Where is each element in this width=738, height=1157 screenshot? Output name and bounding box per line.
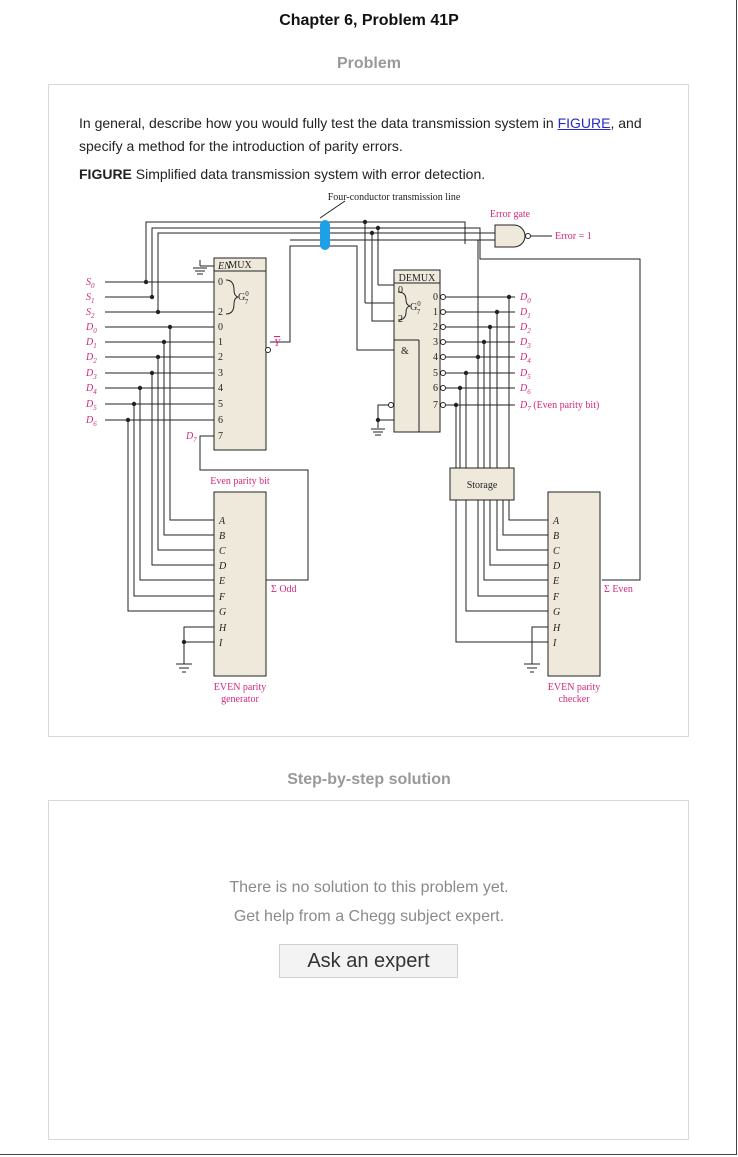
chk-pin: D bbox=[552, 561, 561, 572]
figure-caption: FIGURE Simplified data transmission syst… bbox=[79, 166, 485, 182]
output-label-d1: D1 bbox=[519, 307, 531, 320]
problem-text-end: , and specify a method for the introduct… bbox=[79, 115, 642, 154]
gen-pin: H bbox=[218, 623, 227, 634]
output-label-d2: D2 bbox=[519, 322, 531, 335]
chk-pin: H bbox=[552, 623, 561, 634]
chk-pin: I bbox=[552, 638, 557, 649]
output-label-d3: D3 bbox=[519, 337, 531, 350]
demux-box bbox=[393, 269, 441, 433]
demux-out-pin: 3 bbox=[433, 337, 438, 348]
mux-data-pin: 2 bbox=[218, 352, 223, 363]
expert-help-message: Get help from a Chegg subject expert. bbox=[233, 908, 505, 925]
demux-label: DEMUX bbox=[399, 273, 436, 284]
mux-en-label: EN bbox=[217, 261, 232, 272]
mux-output-label: Y bbox=[274, 337, 282, 349]
parity-checker-box bbox=[547, 491, 601, 677]
gen-output-label: Σ Odd bbox=[271, 584, 297, 595]
gen-pin: I bbox=[218, 638, 223, 649]
chk-pin: A bbox=[552, 516, 560, 527]
gen-pin: D bbox=[218, 561, 227, 572]
mux-data-pin: 4 bbox=[218, 383, 223, 394]
parity-generator-box bbox=[213, 491, 267, 677]
chk-pin: E bbox=[552, 576, 559, 587]
chk-pin: G bbox=[553, 607, 560, 618]
ask-expert-button[interactable]: Ask an expert bbox=[279, 944, 458, 978]
demux-sel-pin-0: 0 bbox=[398, 285, 403, 296]
no-solution-message: There is no solution to this problem yet… bbox=[229, 879, 509, 896]
mux-data-pin: 5 bbox=[218, 399, 223, 410]
mux-data-pin: 1 bbox=[218, 337, 223, 348]
cable-tie bbox=[320, 220, 330, 250]
storage-box bbox=[449, 467, 515, 501]
error-output-label: Error = 1 bbox=[555, 231, 592, 242]
figure-link[interactable]: FIGURE bbox=[557, 115, 611, 131]
gen-pin: C bbox=[219, 546, 226, 557]
problem-heading: Problem bbox=[336, 55, 401, 72]
problem-text-start: In general, describe how you would fully… bbox=[79, 115, 558, 131]
mux-data-pin: 6 bbox=[218, 415, 223, 426]
output-label-d6: D6 bbox=[519, 383, 531, 396]
demux-out-pin: 5 bbox=[433, 368, 438, 379]
demux-output-bubbles bbox=[388, 294, 446, 408]
mux-data-pin: 3 bbox=[218, 368, 223, 379]
demux-sel-pin-2: 2 bbox=[398, 314, 403, 325]
chk-label-line1: EVEN parity bbox=[548, 682, 601, 693]
junction-dots bbox=[125, 219, 512, 645]
output-label-d5: D5 bbox=[519, 368, 531, 381]
gen-pin: F bbox=[218, 592, 226, 603]
chk-output-label: Σ Even bbox=[604, 584, 633, 595]
mux-box bbox=[213, 257, 267, 451]
mux-label: MUX bbox=[228, 260, 252, 271]
input-label-d0: D0 bbox=[85, 322, 97, 335]
page-title: Chapter 6, Problem 41P bbox=[279, 12, 459, 29]
demux-out-pin: 4 bbox=[433, 352, 438, 363]
input-label-d6: D6 bbox=[85, 415, 97, 428]
input-label-d7: D7 bbox=[185, 431, 197, 444]
demux-out-pin: 7 bbox=[433, 400, 438, 411]
error-gate-label: Error gate bbox=[490, 209, 531, 220]
mux-sel-pin-2: 2 bbox=[218, 307, 223, 318]
transmission-line-label: Four-conductor transmission line bbox=[328, 192, 461, 203]
gen-label-line1: EVEN parity bbox=[214, 682, 267, 693]
mux-data-pin: 7 bbox=[218, 431, 223, 442]
input-label-d4: D4 bbox=[85, 383, 97, 396]
demux-and-label: & bbox=[401, 346, 409, 357]
gen-pin: E bbox=[218, 576, 225, 587]
input-label-s1: S1 bbox=[86, 292, 95, 305]
chk-label-line2: checker bbox=[558, 694, 590, 705]
storage-label: Storage bbox=[467, 480, 498, 491]
output-label-d0: D0 bbox=[519, 292, 531, 305]
chk-pin: C bbox=[553, 546, 560, 557]
output-label-d4: D4 bbox=[519, 352, 531, 365]
input-label-d3: D3 bbox=[85, 368, 97, 381]
output-label-d7: D7 (Even parity bit) bbox=[519, 400, 599, 413]
problem-statement: In general, describe how you would fully… bbox=[79, 112, 669, 158]
chk-pin: F bbox=[552, 592, 560, 603]
demux-out-pin: 2 bbox=[433, 322, 438, 333]
mux-data-pin: 0 bbox=[218, 322, 223, 333]
even-parity-bit-label: Even parity bit bbox=[210, 476, 270, 487]
input-label-d1: D1 bbox=[85, 337, 97, 350]
solution-heading: Step-by-step solution bbox=[287, 771, 451, 788]
error-gate bbox=[494, 224, 526, 248]
chk-pin: B bbox=[553, 531, 559, 542]
gen-pin: A bbox=[218, 516, 226, 527]
input-label-d2: D2 bbox=[85, 352, 97, 365]
mux-sel-pin-0: 0 bbox=[218, 277, 223, 288]
demux-out-pin: 0 bbox=[433, 292, 438, 303]
demux-out-pin: 6 bbox=[433, 383, 438, 394]
input-label-s2: S2 bbox=[86, 307, 95, 320]
input-label-d5: D5 bbox=[85, 399, 97, 412]
input-label-s0: S0 bbox=[86, 277, 95, 290]
gen-pin: G bbox=[219, 607, 226, 618]
figure-caption-text: Simplified data transmission system with… bbox=[131, 166, 486, 182]
figure-caption-label: FIGURE bbox=[79, 166, 132, 182]
gen-pin: B bbox=[219, 531, 225, 542]
circuit-diagram: Four-conductor transmission line Error g… bbox=[85, 192, 641, 705]
gen-label-line2: generator bbox=[221, 694, 259, 705]
demux-out-pin: 1 bbox=[433, 307, 438, 318]
